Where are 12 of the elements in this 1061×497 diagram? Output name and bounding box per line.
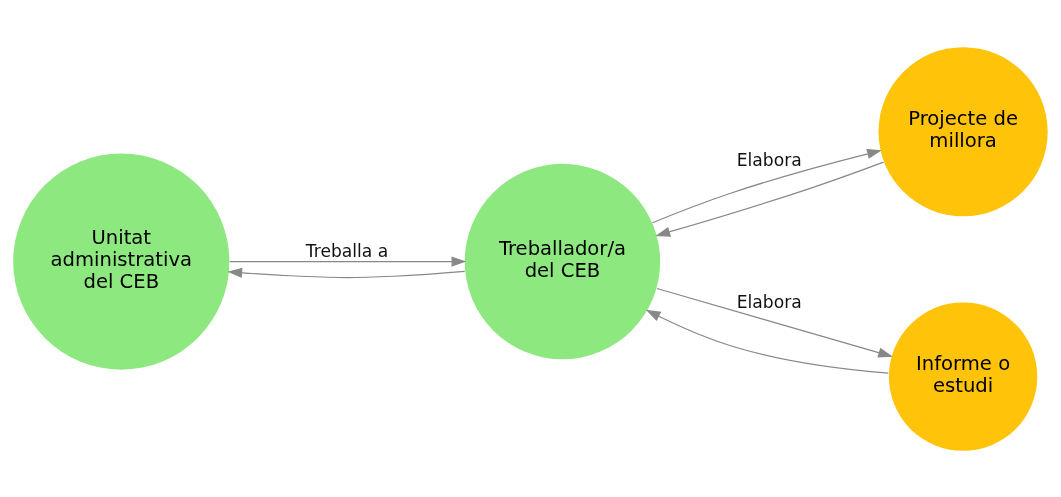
node-circle: Informe o estudi bbox=[888, 301, 1038, 451]
edge-label: Treballa a bbox=[305, 240, 389, 261]
arrow bbox=[227, 267, 466, 278]
arrow bbox=[645, 309, 889, 374]
node-circle: Unitat administrativa del CEB bbox=[13, 152, 230, 370]
arrow bbox=[655, 160, 885, 237]
arrow bbox=[229, 255, 467, 267]
arrow bbox=[651, 148, 882, 223]
edge-label: Elabora bbox=[736, 291, 802, 312]
edge-label: Elabora bbox=[736, 149, 802, 170]
arrow bbox=[656, 287, 893, 358]
node-circle: Projecte de millora bbox=[878, 46, 1048, 216]
